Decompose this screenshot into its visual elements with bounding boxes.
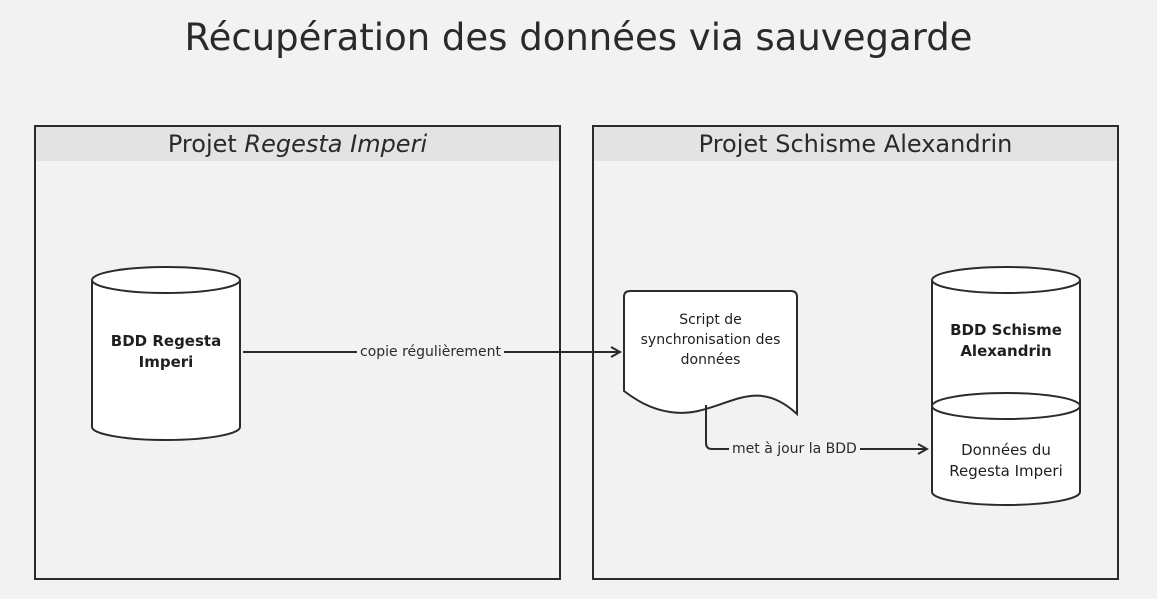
db-inner-section-divider: [931, 392, 1081, 420]
group-header-schisme-alexandrin: Projet Schisme Alexandrin: [594, 127, 1117, 161]
script-label-line2: synchronisation des: [640, 332, 781, 348]
edge-update-arrow: [705, 405, 927, 449]
group-header-prefix: Projet: [167, 130, 245, 158]
group-projet-schisme-alexandrin: Projet Schisme Alexandrin: [592, 125, 1119, 580]
data-regesta-label-line2: Regesta Imperi: [949, 462, 1063, 480]
group-header-regesta-imperi: Projet Regesta Imperi: [36, 127, 559, 161]
page-title: Récupération des données via sauvegarde: [184, 16, 973, 59]
db-regesta-imperi-cylinder: [91, 266, 241, 441]
script-label-line1: Script de: [679, 312, 742, 328]
data-regesta-label: Données du Regesta Imperi: [932, 440, 1080, 482]
db-regesta-label-line2: Imperi: [138, 353, 194, 371]
script-label-line3: données: [680, 352, 741, 368]
group-projet-regesta-imperi: Projet Regesta Imperi: [34, 125, 561, 580]
db-schisme-alexandrin-label: BDD Schisme Alexandrin: [932, 320, 1080, 362]
db-schisme-label-line1: BDD Schisme: [950, 321, 1062, 339]
db-schisme-label-line2: Alexandrin: [960, 342, 1052, 360]
db-schisme-alexandrin-cylinder: [931, 266, 1081, 506]
group-header-emphasis: Regesta Imperi: [244, 130, 428, 158]
data-regesta-label-line1: Données du: [961, 441, 1051, 459]
db-regesta-label-line1: BDD Regesta: [110, 332, 222, 350]
edge-update-label: met à jour la BDD: [729, 440, 860, 458]
db-regesta-imperi-label: BDD Regesta Imperi: [92, 331, 240, 373]
script-label: Script de synchronisation des données: [624, 310, 797, 370]
script-document-shape: [623, 290, 798, 417]
edge-copy-label: copie régulièrement: [357, 343, 504, 361]
